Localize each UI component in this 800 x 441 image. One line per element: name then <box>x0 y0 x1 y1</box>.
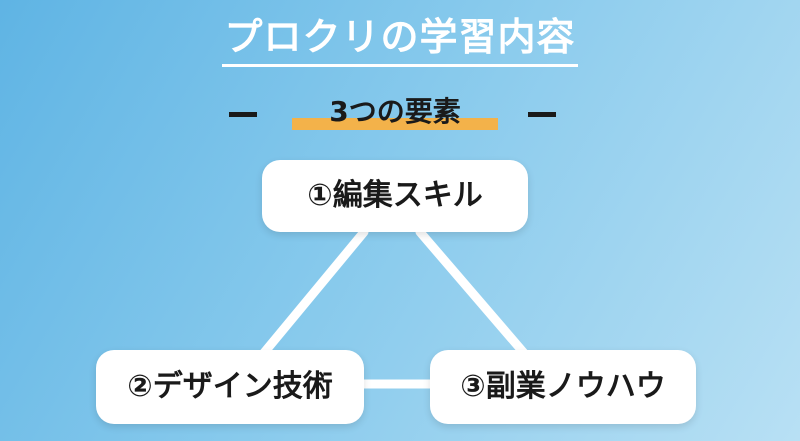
page-title-text: プロクリの学習内容 <box>222 10 578 67</box>
subtitle-left-dash <box>229 112 257 117</box>
element-edit-skill: ①編集スキル <box>262 160 528 232</box>
subtitle-right-dash <box>528 112 556 117</box>
connector-edit-to-side-business <box>415 227 535 365</box>
element-side-business-knowhow-label: ③副業ノウハウ <box>460 369 666 404</box>
connector-edit-to-design <box>253 227 369 365</box>
element-side-business-knowhow: ③副業ノウハウ <box>430 350 696 424</box>
element-design-technique-label: ②デザイン技術 <box>127 369 333 404</box>
page-title: プロクリの学習内容 <box>0 10 800 67</box>
element-design-technique: ②デザイン技術 <box>96 350 364 424</box>
element-edit-skill-label: ①編集スキル <box>307 178 483 213</box>
subtitle: 3つの要素 <box>292 92 498 136</box>
subtitle-group: 3つの要素 <box>0 92 800 136</box>
